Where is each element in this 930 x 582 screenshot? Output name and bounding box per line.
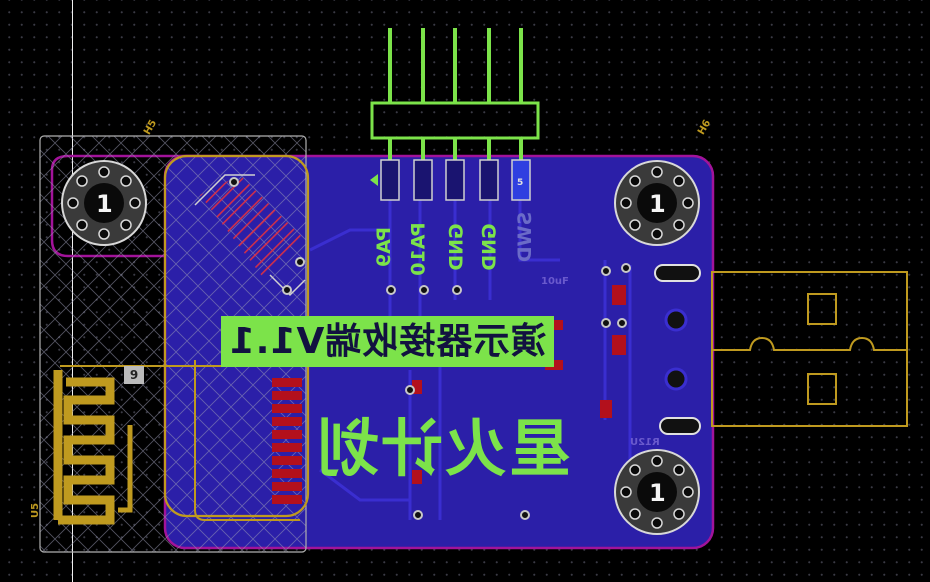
capacitor-label: 10uF: [541, 276, 569, 287]
upper-diagonal-pads: [194, 174, 306, 297]
pin-header: [370, 28, 540, 160]
mounting-hole-h6-number: 1: [649, 190, 666, 218]
header-pads: [380, 159, 531, 201]
brand-label: 星火计划: [315, 412, 572, 485]
pin-label-gnd-1: GND: [445, 223, 468, 271]
mounting-hole-bottom-number: 1: [649, 479, 666, 507]
title-band: [221, 316, 554, 367]
resistor-label: R12U: [630, 437, 660, 448]
pin-label-pa10: PA10: [407, 222, 430, 276]
module-pad-number: 9: [124, 366, 144, 384]
pin-label-gnd-2: GND: [478, 223, 501, 271]
board-title-label: 演示器接收端V1.1: [228, 321, 547, 362]
mounting-hole-h5-number: 1: [96, 190, 113, 218]
vias: [229, 177, 631, 520]
mounting-hole-vias: [67, 166, 694, 529]
pin-label-pa9: PA9: [373, 226, 396, 268]
pcb-antenna-icon: [53, 370, 115, 525]
smd-pads: [412, 285, 626, 484]
swd-label: SWD: [514, 211, 537, 263]
ref-u5: U5: [30, 502, 42, 519]
module-pad-column: [272, 378, 302, 504]
usb-pads: [654, 264, 701, 435]
usb-a-plug-icon: [711, 271, 908, 427]
header-pad-number: 5: [517, 178, 524, 188]
